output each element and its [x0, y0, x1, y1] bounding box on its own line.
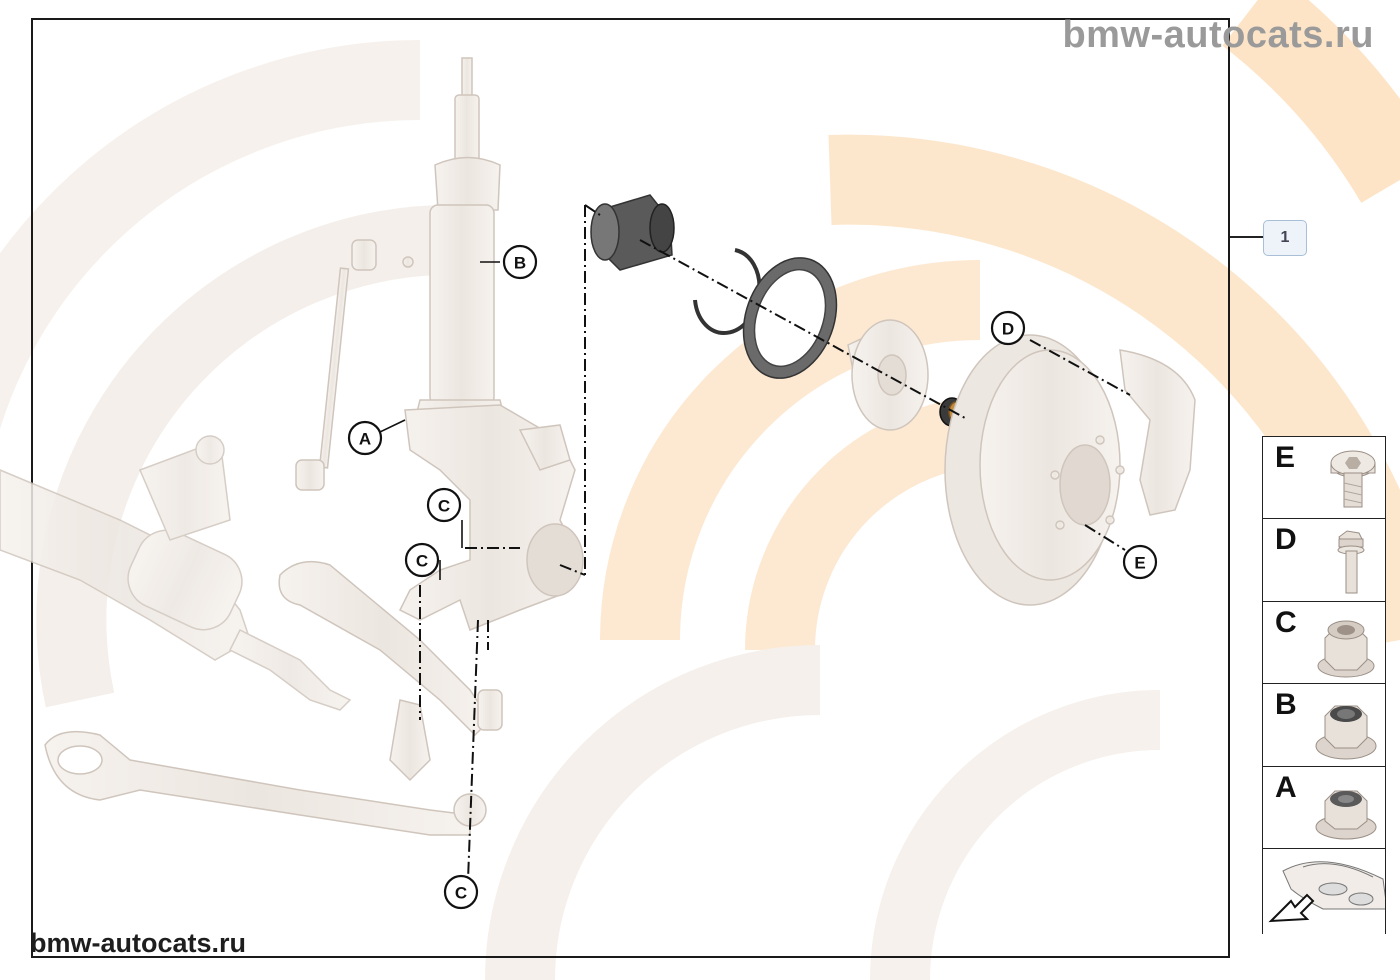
legend-letter: D — [1275, 523, 1297, 556]
callout-c-upper: C — [426, 487, 462, 523]
callout-e: E — [1122, 544, 1158, 580]
self-locking-hex-nut-icon — [1317, 620, 1375, 677]
legend-letter: B — [1275, 688, 1297, 721]
wheel-bearing — [590, 194, 675, 271]
legend-item-c[interactable]: C — [1262, 600, 1386, 685]
legend-item-a[interactable]: A — [1262, 765, 1386, 850]
hex-bolt-icon — [1337, 530, 1365, 594]
legend-item-b[interactable]: B — [1262, 683, 1386, 767]
wishbone-lower — [44, 689, 503, 836]
svg-text:A: A — [359, 430, 371, 449]
svg-text:C: C — [416, 552, 428, 571]
brake-disc — [944, 334, 1125, 606]
parts-legend: E D C B — [1262, 435, 1386, 934]
reference-number-badge[interactable]: 1 — [1263, 220, 1307, 256]
steering-rack — [0, 435, 352, 711]
svg-text:E: E — [1134, 554, 1145, 573]
svg-text:B: B — [514, 254, 526, 273]
hex-socket-bolt-icon — [1330, 450, 1376, 507]
stabilizer-link — [295, 239, 414, 491]
brake-caliper — [1119, 349, 1196, 516]
wheel-carrier — [398, 404, 584, 631]
svg-text:C: C — [438, 497, 450, 516]
car-front-arrow-icon[interactable] — [1262, 848, 1386, 934]
shock-absorber-strut — [414, 57, 506, 421]
callout-b: B — [502, 244, 538, 280]
wheel-hub — [847, 319, 929, 431]
legend-item-d[interactable]: D — [1262, 518, 1386, 602]
callout-c-lower: C — [443, 874, 479, 910]
legend-item-e[interactable]: E — [1262, 435, 1386, 520]
svg-text:C: C — [455, 884, 467, 903]
legend-letter: A — [1275, 770, 1297, 804]
collar-hex-nut-icon — [1315, 705, 1377, 760]
legend-letter: C — [1275, 605, 1297, 639]
callout-c-middle: C — [404, 542, 440, 578]
svg-text:D: D — [1002, 320, 1014, 339]
callout-a: A — [347, 420, 383, 456]
watermark-bottom: bmw-autocats.ru — [30, 928, 247, 958]
legend-letter: E — [1275, 440, 1296, 474]
flange-hex-nut-icon — [1315, 790, 1377, 839]
reference-leader-line — [1230, 236, 1263, 238]
callout-d: D — [990, 310, 1026, 346]
dust-shield-ring — [742, 257, 838, 379]
watermark-top: bmw-autocats.ru — [1062, 14, 1374, 56]
